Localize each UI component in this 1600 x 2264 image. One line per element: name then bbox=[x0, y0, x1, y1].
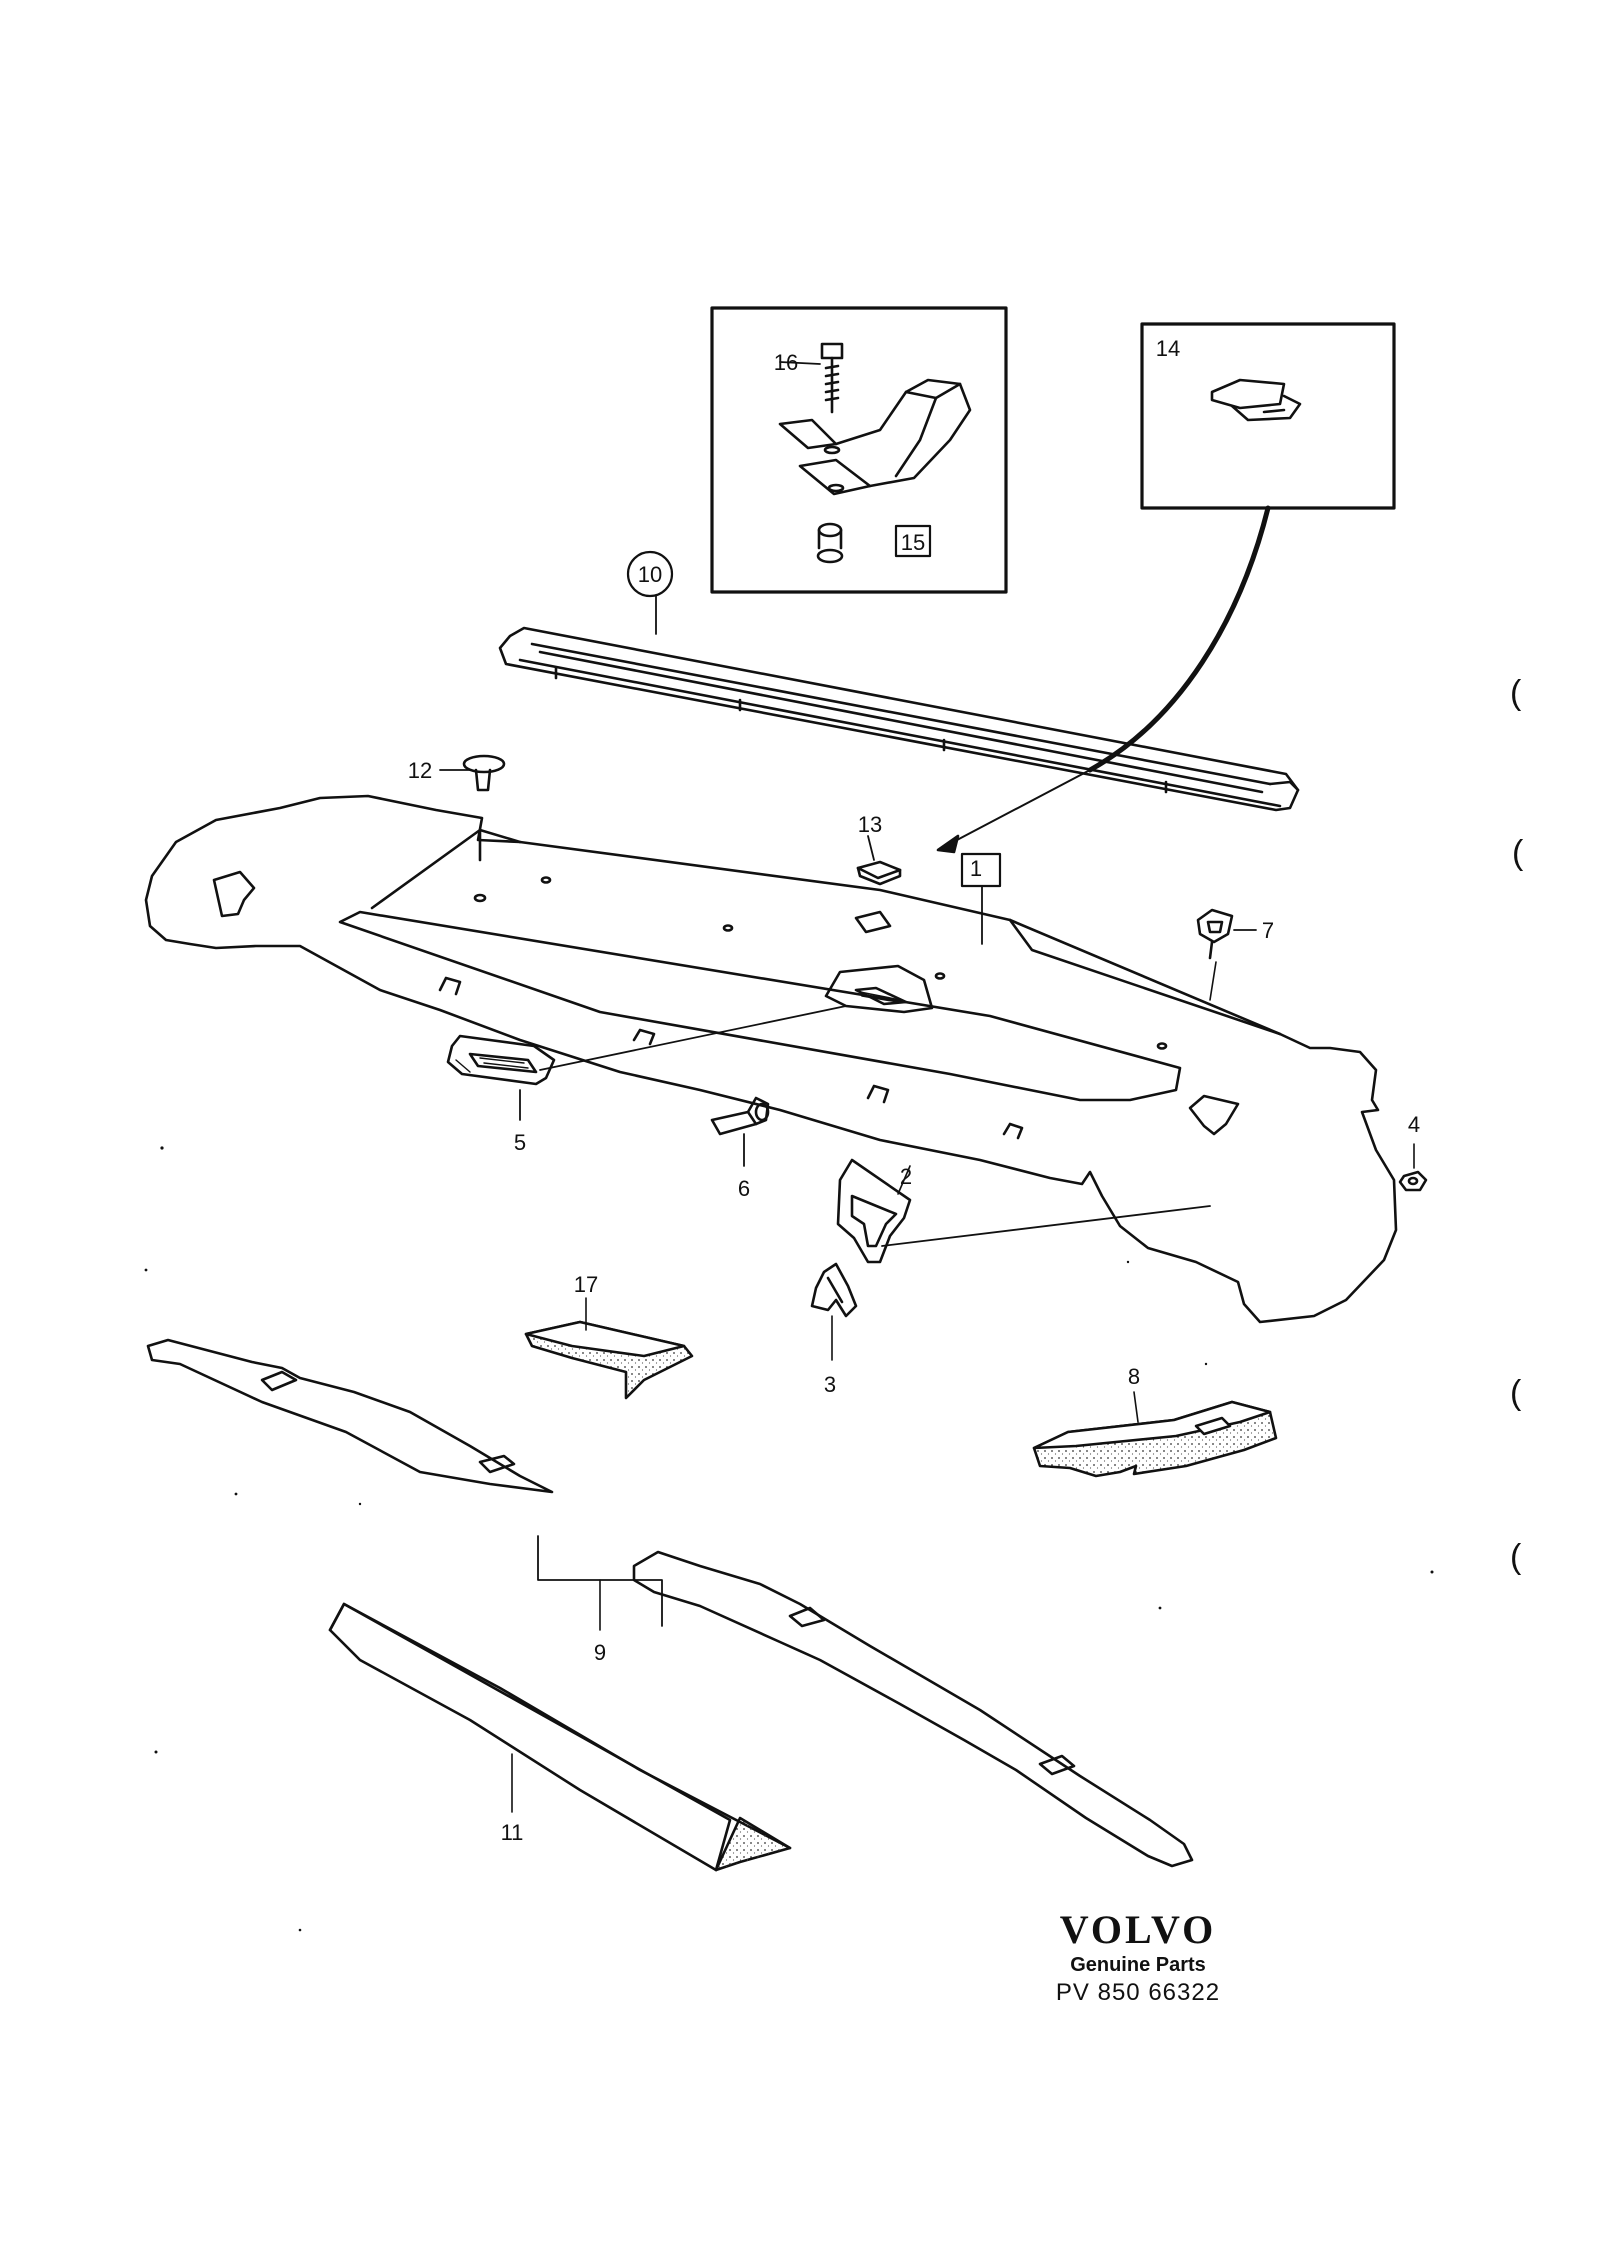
label-15: 15 bbox=[901, 530, 925, 555]
part-labels: 1 2 3 4 5 6 7 8 9 10 11 12 13 14 15 16 1… bbox=[408, 336, 1420, 1845]
margin-mark: ( bbox=[1510, 1538, 1522, 1576]
volvo-logo: VOLVO bbox=[1059, 1907, 1217, 1952]
label-10: 10 bbox=[638, 562, 662, 587]
label-12: 12 bbox=[408, 758, 432, 783]
label-6: 6 bbox=[738, 1176, 750, 1201]
brand-block: VOLVO Genuine Parts PV 850 66322 bbox=[1028, 1908, 1248, 2008]
part-6-fastener bbox=[710, 1096, 770, 1167]
label-7: 7 bbox=[1262, 918, 1274, 943]
label-11: 11 bbox=[501, 1820, 524, 1845]
part-11-strip bbox=[328, 1602, 792, 1872]
label-14: 14 bbox=[1156, 336, 1180, 361]
label-2: 2 bbox=[900, 1164, 912, 1189]
brand-subtitle: Genuine Parts bbox=[1070, 1954, 1206, 1976]
label-9: 9 bbox=[594, 1640, 606, 1665]
label-3: 3 bbox=[824, 1372, 836, 1397]
part-13-clip bbox=[856, 835, 902, 886]
part-3-clip bbox=[810, 1262, 858, 1361]
label-8: 8 bbox=[1128, 1364, 1140, 1389]
part-10-rail bbox=[498, 626, 1300, 812]
bolt-16 bbox=[779, 342, 844, 414]
label-1: 1 bbox=[970, 856, 982, 881]
inset-box-15 bbox=[710, 306, 1008, 594]
part-5-grille bbox=[446, 1005, 847, 1121]
part-9-strip-right bbox=[632, 1550, 1194, 1868]
label-13: 13 bbox=[858, 812, 882, 837]
label-5: 5 bbox=[514, 1130, 526, 1155]
margin-mark: ( bbox=[1510, 674, 1522, 712]
part-4-nut bbox=[1398, 1143, 1428, 1192]
part-2-plate bbox=[836, 1158, 1211, 1264]
label-16: 16 bbox=[774, 350, 798, 375]
part-17-pad bbox=[524, 1297, 694, 1400]
label-4: 4 bbox=[1408, 1112, 1420, 1137]
label-17: 17 bbox=[574, 1272, 598, 1297]
part-1-shelf bbox=[144, 794, 1398, 1324]
part-7-clip bbox=[1196, 908, 1257, 1001]
part-8-block bbox=[1032, 1391, 1278, 1478]
margin-mark: ( bbox=[1512, 834, 1524, 872]
margin-marks: ( ( ( ( bbox=[1510, 674, 1524, 1576]
diagram-code: PV 850 66322 bbox=[1055, 1979, 1221, 2006]
part-9-strip-left bbox=[146, 1338, 554, 1494]
margin-mark: ( bbox=[1510, 1374, 1522, 1412]
part-12-pin bbox=[439, 754, 506, 792]
